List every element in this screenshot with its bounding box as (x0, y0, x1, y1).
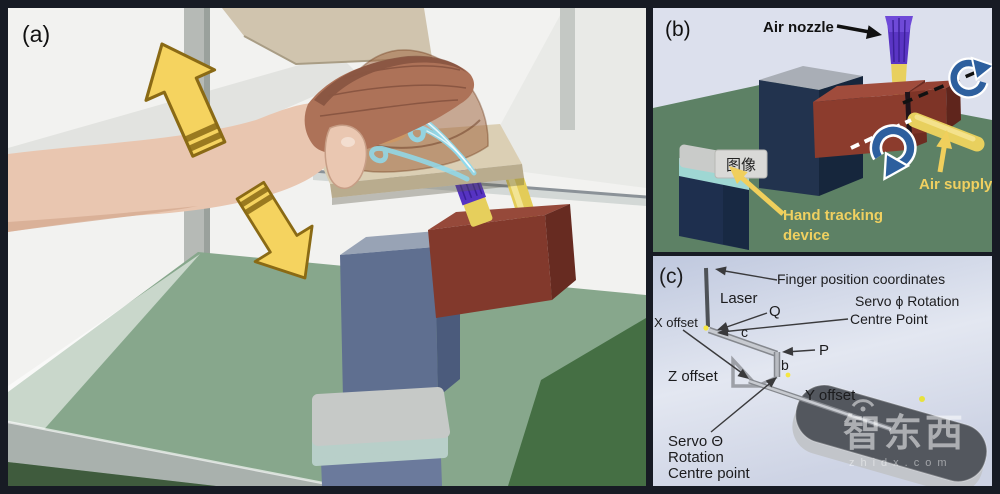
hand-tracking-label-line2: device (783, 227, 830, 244)
servo-theta-label-line2: Rotation (668, 449, 724, 466)
rod-y (748, 379, 892, 431)
hand (8, 55, 475, 233)
x-offset-label: X offset (654, 315, 698, 330)
air-nozzle-arrow (836, 24, 882, 40)
leader-lines (682, 266, 849, 433)
tracking-arrow (729, 166, 785, 216)
upper-shelf-slab (222, 8, 432, 64)
tracking-device-c (792, 384, 988, 486)
down-arrow (235, 180, 314, 280)
theta-centre-dot (785, 372, 791, 378)
servo-phi-label-line1: Servo ϕ Rotation (855, 293, 959, 309)
watermark-brand: 智东西 (843, 413, 966, 455)
panel-a-scene: (a) (8, 8, 646, 486)
y-offset-label: Y offset (805, 387, 856, 404)
servo-phi-label-line2: Centre Point (850, 311, 928, 327)
finger-position-label: Finger position coordinates (777, 271, 945, 287)
rotation-axis-dashed-black (902, 66, 987, 105)
panel-c-annotations: Finger position coordinates Laser Q Serv… (654, 265, 959, 482)
panel-a-label: (a) (22, 21, 50, 47)
watermark-domain: zhidx.com (849, 457, 953, 469)
air-nozzle-label: Air nozzle (763, 19, 834, 36)
c-segment-label: c (741, 324, 748, 340)
air-supply-label: Air supply (919, 176, 992, 193)
panel-c-scene: Finger position coordinates Laser Q Serv… (653, 256, 992, 486)
laser-label: Laser (720, 290, 758, 307)
table-surface (8, 252, 646, 486)
thumbnail (341, 137, 355, 147)
up-arrow (144, 42, 227, 158)
device-led-dot (919, 396, 925, 402)
glass-reflection (8, 254, 200, 470)
panel-c-label: (c) (659, 265, 684, 288)
z-offset-label: Z offset (668, 368, 719, 385)
panel-b: 图像 Air nozzle Hand tracking device Air s… (653, 8, 992, 252)
q-label: Q (769, 303, 781, 320)
watermark-wifi-icon (851, 399, 875, 407)
red-servo-box-a (428, 204, 576, 318)
floor-corner (8, 462, 216, 486)
hand-tracking-label-line1: Hand tracking (783, 207, 883, 224)
table-surface-dark (508, 318, 646, 486)
table-edge-highlight (8, 420, 339, 486)
tracking-device-a (312, 387, 450, 486)
panel-c: Finger position coordinates Laser Q Serv… (653, 256, 992, 486)
laser-beam-line (704, 267, 710, 328)
b-segment-label: b (781, 357, 789, 373)
servo-theta-label-line1: Servo Θ (668, 433, 723, 450)
servo-theta-label-line3: Centre point (668, 465, 751, 482)
panel-a: (a) (8, 8, 646, 486)
forearm (8, 102, 343, 233)
frame-post-right (560, 8, 575, 130)
panel-b-scene: 图像 Air nozzle Hand tracking device Air s… (653, 8, 992, 252)
air-supply-arrow (936, 130, 953, 173)
rotation-arrow-phi-icon (948, 56, 992, 99)
thumb (324, 124, 368, 190)
watermark-wifi-dot (860, 406, 866, 412)
rotation-arrow-theta-icon (869, 124, 917, 181)
panel-b-label: (b) (665, 18, 691, 41)
p-label: P (819, 342, 829, 359)
watermark: 智东西 zhidx.com (843, 399, 966, 469)
rod-c (708, 328, 778, 356)
air-supply-tube-b-highlight (914, 114, 976, 142)
phi-centre-dot (703, 325, 709, 331)
